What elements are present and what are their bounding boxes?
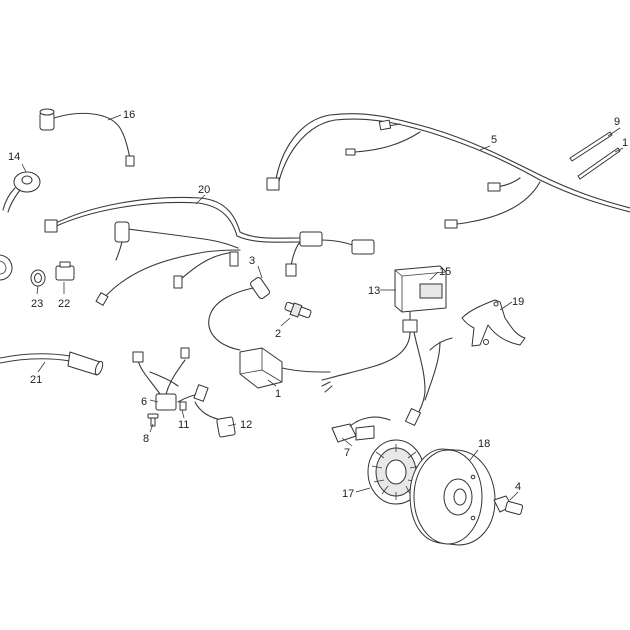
leader-lines xyxy=(21,114,624,501)
part-3-spark-plug-cap xyxy=(208,277,270,351)
stator-harness xyxy=(321,331,453,426)
edge-bracket xyxy=(0,254,13,281)
callout-labels: 16 14 20 5 9 1 3 2 1 13 15 19 23 22 21 6… xyxy=(8,109,628,500)
callout-15: 15 xyxy=(439,266,451,278)
part-14-switch xyxy=(2,171,41,213)
callout-20: 20 xyxy=(198,184,210,196)
part-6-regulator xyxy=(132,347,190,411)
callout-18: 18 xyxy=(478,438,490,450)
part-16-sensor-cable xyxy=(39,108,135,167)
callout-2: 2 xyxy=(275,328,281,340)
part-19-bracket xyxy=(461,299,526,347)
part-1-ignition-coil xyxy=(239,347,331,389)
part-23-o-ring xyxy=(30,269,46,287)
part-8-screw xyxy=(147,413,159,427)
callout-9: 9 xyxy=(614,116,620,128)
part-20-wiring-loom xyxy=(44,196,375,306)
part-5-main-harness xyxy=(266,113,630,229)
callout-12: 12 xyxy=(240,419,252,431)
part-22-sensor xyxy=(55,261,75,281)
callout-1: 1 xyxy=(275,388,281,400)
callout-5: 5 xyxy=(491,134,497,146)
part-9-cable-ties xyxy=(569,131,621,180)
callout-3: 3 xyxy=(249,255,255,267)
callout-16: 16 xyxy=(123,109,135,121)
part-21-cable xyxy=(0,351,104,376)
part-11-wire-set xyxy=(177,384,209,411)
callout-14: 14 xyxy=(8,151,20,163)
part-18-flywheel xyxy=(409,448,496,546)
callout-4: 4 xyxy=(515,481,521,493)
part-2-spark-plug xyxy=(284,301,312,319)
callout-13: 13 xyxy=(368,285,380,297)
callout-8: 8 xyxy=(143,433,149,445)
callout-21: 21 xyxy=(30,374,42,386)
callout-23: 23 xyxy=(31,298,43,310)
callout-11: 11 xyxy=(178,419,189,431)
part-13-cdi-unit xyxy=(394,265,447,333)
callout-7: 7 xyxy=(344,447,350,459)
callout-1-right: 1 xyxy=(622,137,628,149)
callout-19: 19 xyxy=(512,296,524,308)
callout-17: 17 xyxy=(342,488,354,500)
callout-6: 6 xyxy=(141,396,147,408)
part-7-pickup-sensor xyxy=(331,416,391,443)
part-4-bolt xyxy=(493,495,524,515)
callout-22: 22 xyxy=(58,298,70,310)
part-12-connector xyxy=(194,401,236,438)
